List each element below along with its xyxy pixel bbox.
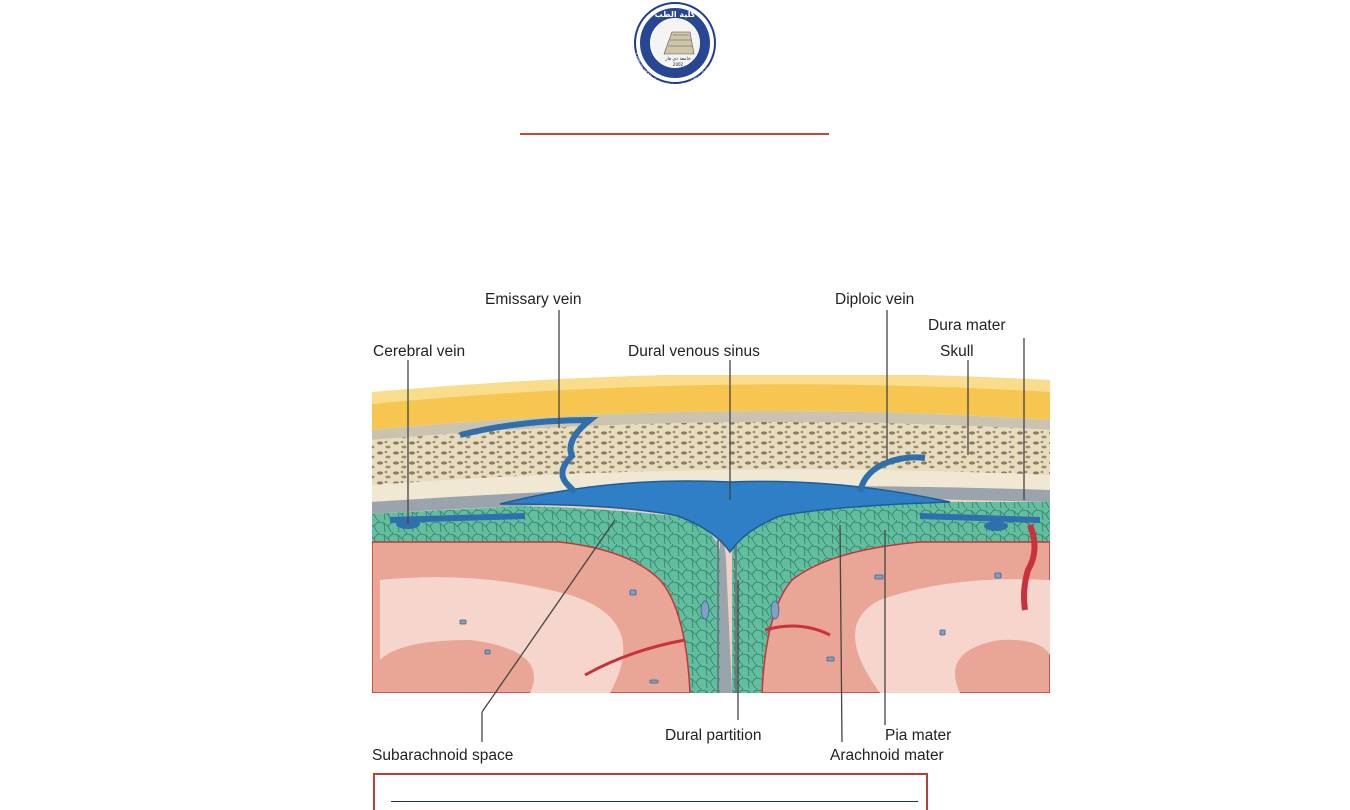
logo-arabic-university: جامعة ذي قار: [664, 57, 690, 62]
label-arachnoid-mater: Arachnoid mater: [830, 747, 944, 764]
caption-box: [373, 773, 928, 810]
college-logo: كلية الطب جامعة ذي قار 2002 College of M…: [633, 2, 716, 84]
label-diploic-vein: Diploic vein: [835, 291, 914, 308]
logo-arabic-title: كلية الطب: [655, 10, 696, 19]
subarachnoid-right: [732, 502, 1050, 693]
scalp-layer: [372, 381, 1050, 430]
label-skull: Skull: [940, 343, 974, 360]
label-pia-mater: Pia mater: [885, 727, 951, 744]
building-icon: [663, 31, 695, 55]
label-dura-mater: Dura mater: [928, 317, 1006, 334]
subarachnoid-left: [372, 506, 720, 693]
meninges-diagram: Emissary vein Diploic vein Dura mater Ce…: [372, 291, 1050, 764]
diploic-vein-shape: [857, 454, 926, 493]
logo-year: 2002: [673, 62, 684, 67]
label-subarachnoid-space: Subarachnoid space: [372, 747, 513, 764]
label-dural-partition: Dural partition: [665, 727, 762, 744]
dural-partition-shape: [720, 530, 732, 693]
dural-venous-sinus-shape: [499, 480, 951, 554]
title-underline: [520, 133, 829, 135]
label-dural-venous-sinus: Dural venous sinus: [628, 343, 760, 360]
emissary-vein-shape: [459, 416, 599, 495]
label-cerebral-vein: Cerebral vein: [373, 343, 465, 360]
label-emissary-vein: Emissary vein: [485, 291, 581, 308]
caption-underline: [391, 801, 918, 802]
